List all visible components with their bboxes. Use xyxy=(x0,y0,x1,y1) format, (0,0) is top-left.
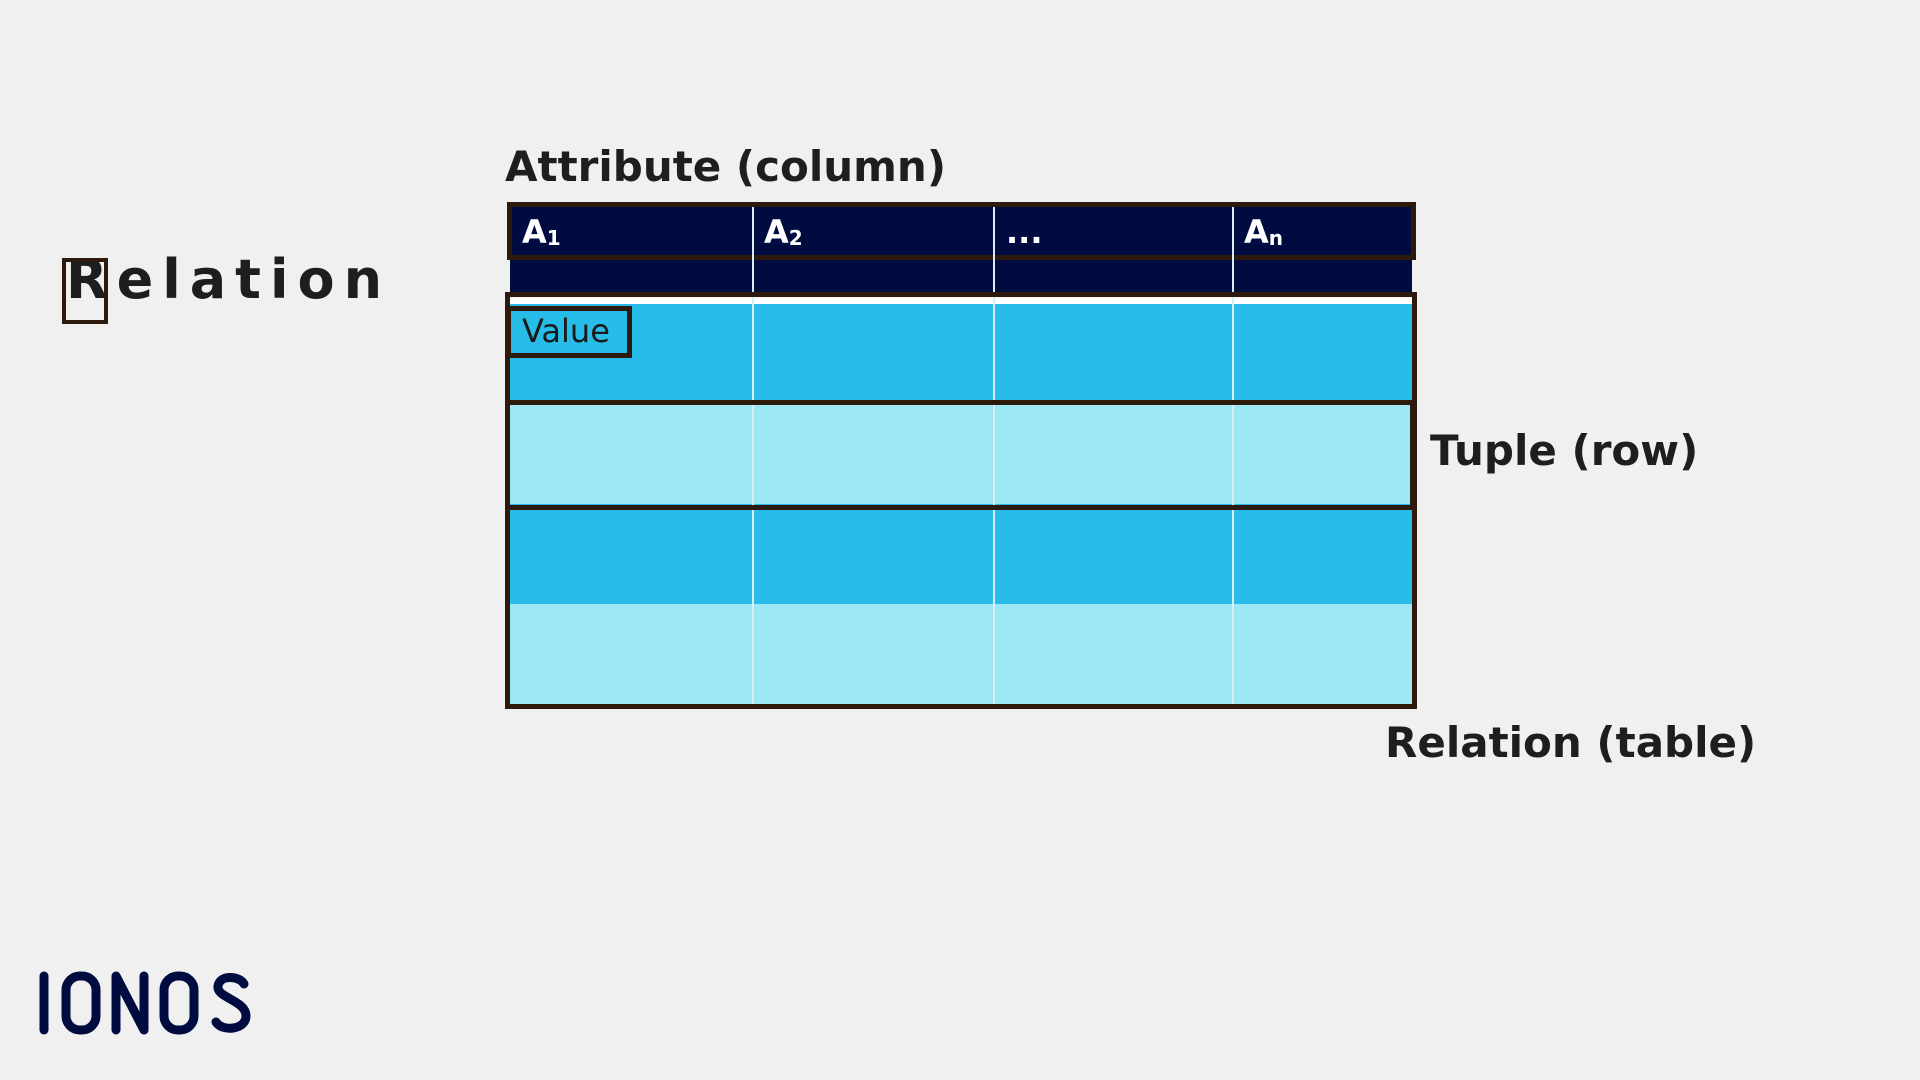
table-row xyxy=(510,404,1413,504)
value-label: Value xyxy=(522,312,610,350)
relation-title: Relation xyxy=(66,248,392,311)
header-cell-an: An xyxy=(1244,212,1283,258)
tuple-label: Tuple (row) xyxy=(1430,426,1699,475)
attribute-label: Attribute (column) xyxy=(505,142,947,191)
column-divider xyxy=(993,207,995,705)
header-cell-main: ... xyxy=(1006,213,1043,251)
header-body-gap xyxy=(510,298,1413,304)
relation-first-letter-highlight xyxy=(62,258,108,324)
table-row xyxy=(510,504,1413,604)
relation-table-label: Relation (table) xyxy=(1385,718,1757,767)
column-divider xyxy=(752,207,754,705)
attribute-header-row xyxy=(507,202,1416,260)
tuple-row-highlight xyxy=(505,400,1415,510)
header-cell-main: A xyxy=(764,213,789,251)
header-cell-subscript: 2 xyxy=(788,226,803,250)
header-cell-a2: A2 xyxy=(764,212,803,258)
header-cell-main: A xyxy=(1244,213,1269,251)
header-cell-subscript: 1 xyxy=(546,226,561,250)
table-row xyxy=(510,604,1413,704)
header-cell-main: A xyxy=(522,213,547,251)
column-divider xyxy=(1232,207,1234,705)
value-cell-highlight xyxy=(506,306,632,358)
table-row xyxy=(510,304,1413,404)
header-cell-ellipsis: ... xyxy=(1006,212,1042,252)
ionos-logo xyxy=(39,971,251,1035)
header-cell-a1: A1 xyxy=(522,212,561,258)
header-cell-subscript: n xyxy=(1268,226,1284,250)
